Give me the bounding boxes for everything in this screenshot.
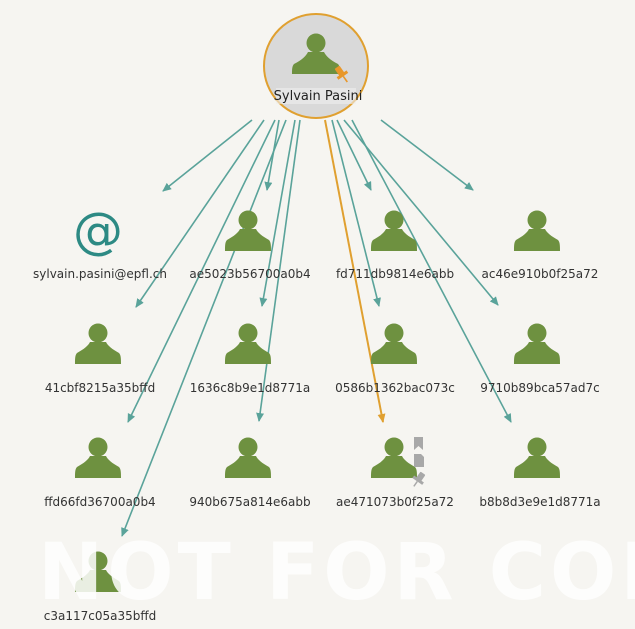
edge-n12 bbox=[121, 119, 287, 537]
node-label: 940b675a814e6abb bbox=[189, 495, 310, 509]
node-side-icons bbox=[409, 437, 428, 490]
person-icon bbox=[292, 33, 340, 74]
person-icon bbox=[371, 210, 417, 251]
graph-node[interactable]: c3a117c05a35bffd bbox=[44, 551, 156, 624]
person-icon bbox=[514, 437, 560, 478]
edge-n7 bbox=[343, 119, 499, 306]
edges-layer bbox=[121, 119, 512, 537]
node-label: fd711db9814e6abb bbox=[336, 267, 454, 281]
node-label: c3a117c05a35bffd bbox=[44, 609, 156, 623]
edge-n3 bbox=[380, 119, 474, 191]
edge-n8 bbox=[127, 119, 276, 423]
graph-node[interactable]: 9710b89bca57ad7c bbox=[480, 323, 600, 396]
person-icon bbox=[75, 323, 121, 364]
person-icon bbox=[514, 210, 560, 251]
graph-node[interactable]: fd711db9814e6abb bbox=[336, 210, 454, 282]
bookmark-icon[interactable] bbox=[414, 437, 423, 450]
pin-icon bbox=[334, 65, 349, 83]
node-label: ffd66fd36700a0b4 bbox=[44, 495, 155, 509]
edge-n2 bbox=[336, 119, 372, 191]
edge-email bbox=[162, 119, 253, 192]
node-label: 41cbf8215a35bffd bbox=[45, 381, 155, 395]
node-label: 9710b89bca57ad7c bbox=[480, 381, 599, 395]
root-node[interactable]: Sylvain Pasini bbox=[263, 13, 369, 119]
edge-n11 bbox=[351, 119, 512, 423]
edge-n9 bbox=[256, 119, 301, 422]
graph-node[interactable]: 41cbf8215a35bffd bbox=[45, 323, 155, 396]
node-label: ae471073b0f25a72 bbox=[336, 495, 454, 509]
person-icon bbox=[371, 437, 417, 478]
edge-n10 bbox=[324, 119, 386, 423]
person-icon bbox=[75, 551, 121, 592]
nodes-layer: @ sylvain.pasini@epfl.ch ae5023b56700a0b4 f… bbox=[33, 202, 601, 623]
person-icon bbox=[75, 437, 121, 478]
node-label: ae5023b56700a0b4 bbox=[189, 267, 310, 281]
node-label: 1636c8b9e1d8771a bbox=[190, 381, 311, 395]
graph-node[interactable]: 940b675a814e6abb bbox=[189, 437, 311, 510]
person-icon bbox=[225, 323, 271, 364]
graph-node[interactable]: ffd66fd36700a0b4 bbox=[44, 437, 156, 510]
node-label: ac46e910b0f25a72 bbox=[482, 267, 599, 281]
graph-node[interactable]: ae471073b0f25a72 bbox=[336, 437, 454, 509]
graph-node[interactable]: 0586b1362bac073c bbox=[335, 323, 455, 396]
graph-node[interactable]: 1636c8b9e1d8771a bbox=[190, 323, 311, 396]
node-label: 0586b1362bac073c bbox=[335, 381, 455, 395]
edge-n6 bbox=[331, 119, 381, 307]
graph-node[interactable]: @ sylvain.pasini@epfl.ch bbox=[33, 202, 167, 281]
node-label: sylvain.pasini@epfl.ch bbox=[33, 267, 167, 281]
person-icon bbox=[225, 437, 271, 478]
document-icon[interactable] bbox=[414, 454, 424, 467]
person-icon bbox=[225, 210, 271, 251]
edge-n4 bbox=[135, 119, 265, 308]
person-icon bbox=[371, 323, 417, 364]
edge-n5 bbox=[259, 119, 296, 307]
at-icon: @ bbox=[73, 202, 123, 260]
root-label: Sylvain Pasini bbox=[274, 89, 363, 104]
node-label: b8b8d3e9e1d8771a bbox=[479, 495, 600, 509]
graph-node[interactable]: b8b8d3e9e1d8771a bbox=[479, 437, 601, 510]
graph-node[interactable]: ac46e910b0f25a72 bbox=[482, 210, 599, 282]
person-icon bbox=[514, 323, 560, 364]
pin-icon[interactable] bbox=[409, 470, 428, 490]
graph-node[interactable]: ae5023b56700a0b4 bbox=[189, 210, 311, 282]
